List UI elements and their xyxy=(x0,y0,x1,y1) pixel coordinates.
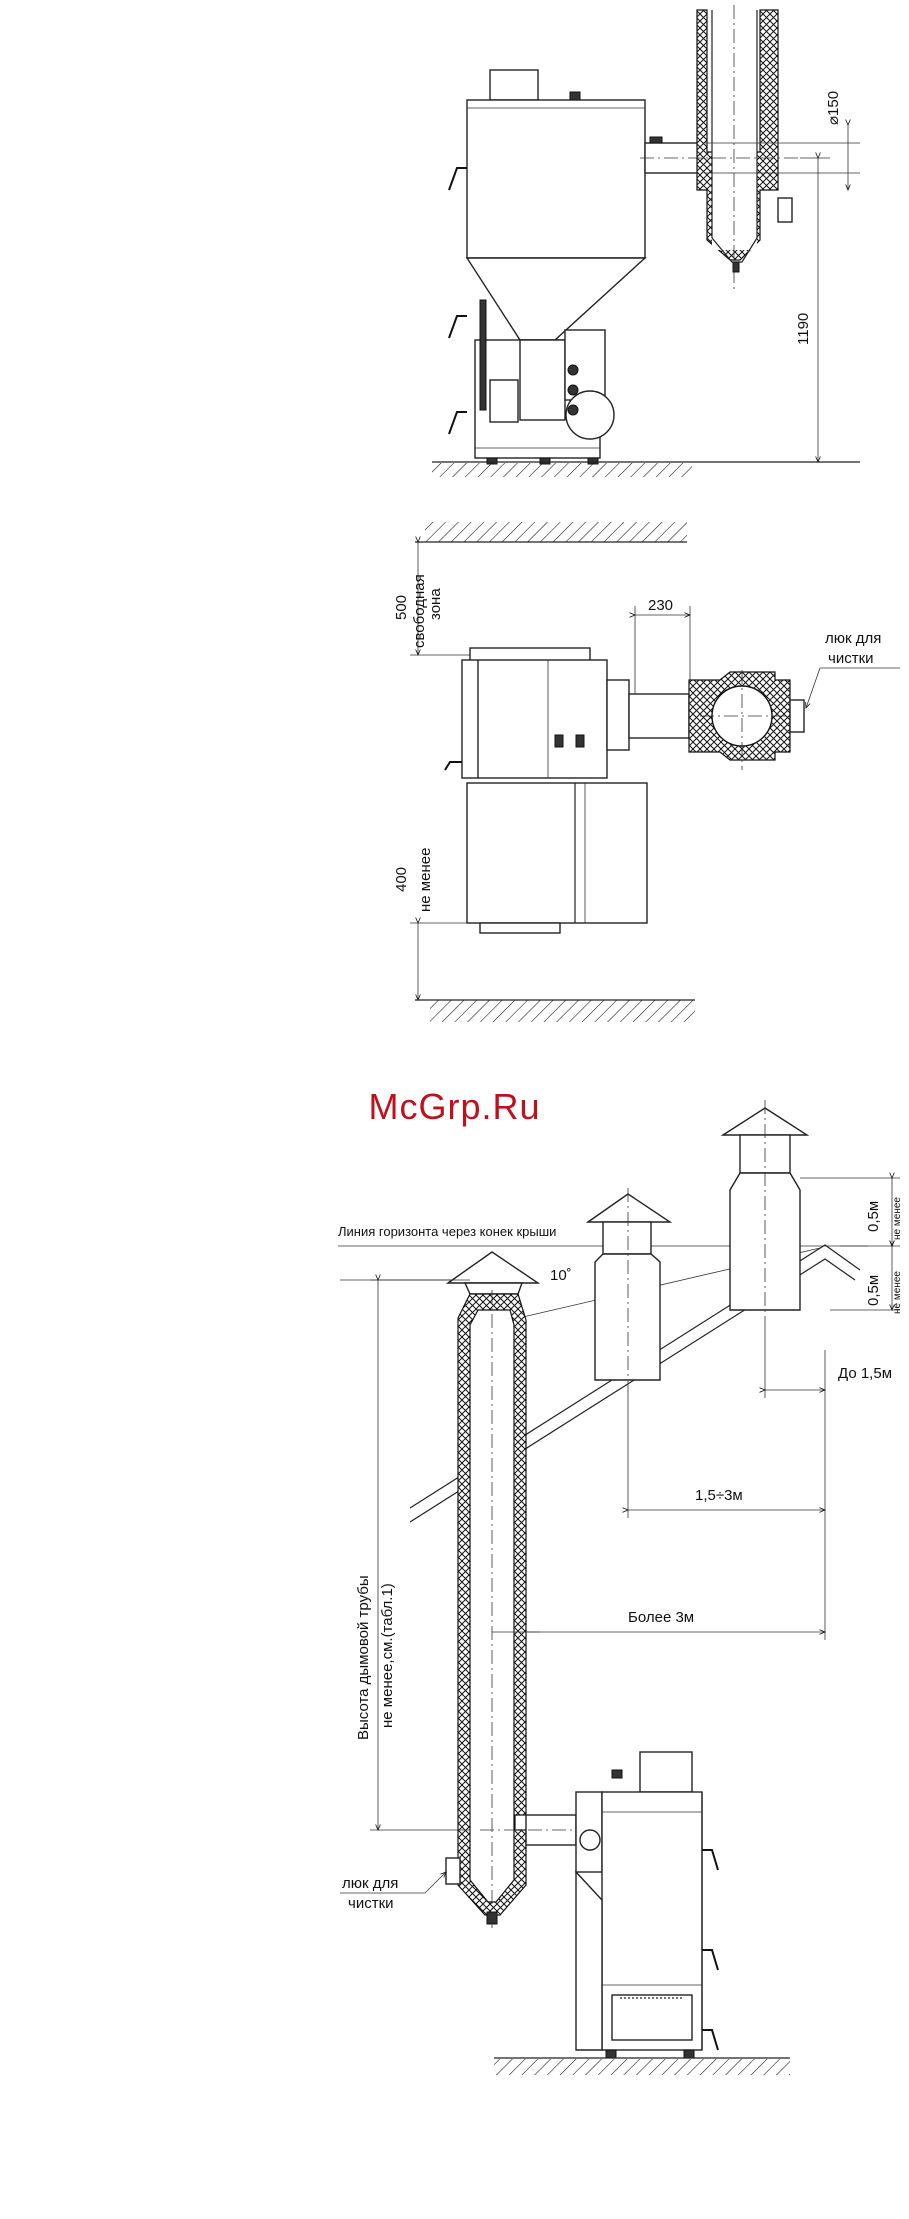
boiler-body xyxy=(467,100,645,258)
horizon-line-label: Линия горизонта через конек крыши xyxy=(338,1224,556,1239)
roof-cleanout-label-2: чистки xyxy=(348,1895,394,1912)
cleanout-label-2: чистки xyxy=(828,650,874,667)
roof-section-view: Линия горизонта через конек крыши 10˚ 0,… xyxy=(338,1100,903,2075)
dim-front-label: не менее xyxy=(417,848,434,912)
door-handle xyxy=(449,168,467,190)
above-ridge-dim-2: 0,5м xyxy=(865,1275,882,1306)
boiler-top-box xyxy=(490,70,538,100)
auger-unit xyxy=(520,340,565,420)
dim-height-label: 1190 xyxy=(795,313,812,345)
dist-up-to-label: До 1,5м xyxy=(838,1365,892,1382)
above-ridge-note-2: не менее xyxy=(892,1271,903,1314)
watermark: McGrp.Ru xyxy=(0,1086,909,1128)
hopper-cone xyxy=(467,258,645,340)
dim-clear-zone-label-1: свободная xyxy=(411,574,428,648)
cleanout-label-1: люк для xyxy=(825,630,881,647)
flue-pipe-plan xyxy=(629,694,689,738)
chimney-cap-middle xyxy=(588,1194,670,1222)
dim-front-value: 400 xyxy=(393,867,410,892)
angle-label: 10˚ xyxy=(550,1267,572,1284)
bottom-boiler-top xyxy=(640,1752,692,1792)
dim-offset-label: 230 xyxy=(648,597,673,614)
side-elevation-view: ⌀150 1190 xyxy=(432,5,860,477)
rear-wall-hatch xyxy=(425,522,687,542)
dist-more-label: Более 3м xyxy=(628,1609,694,1626)
chimney-height-label-2: не менее,см.(табл.1) xyxy=(379,1583,396,1728)
chimney-height-label-1: Высота дымовой трубы xyxy=(355,1575,372,1740)
cleanout-door xyxy=(446,1858,460,1884)
above-ridge-note-1: не менее xyxy=(892,1197,903,1240)
hopper-plan xyxy=(467,783,647,923)
plan-view: 500 свободная зона 230 люк для чистки xyxy=(393,522,900,1022)
front-wall-hatch xyxy=(430,1000,695,1022)
chimney-cap-main xyxy=(448,1252,538,1283)
roof-cleanout-label-1: люк для xyxy=(342,1875,398,1892)
boiler-plan-body xyxy=(462,660,607,778)
above-ridge-dim-1: 0,5м xyxy=(865,1201,882,1232)
dim-clear-zone-value: 500 xyxy=(393,595,410,620)
dim-diameter-label: ⌀150 xyxy=(825,91,842,125)
dist-range-label: 1,5÷3м xyxy=(695,1487,743,1504)
dim-clear-zone-label-2: зона xyxy=(427,588,444,620)
